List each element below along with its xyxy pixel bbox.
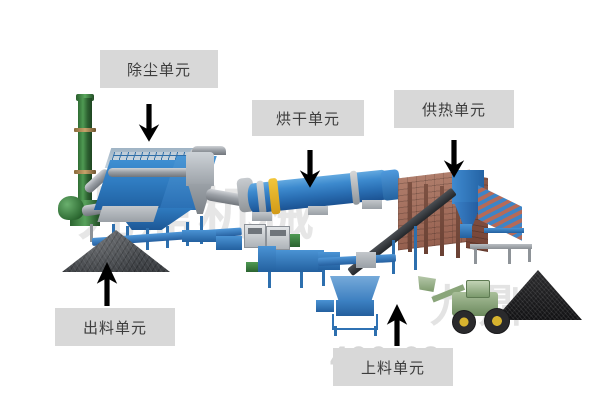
label-dust-unit[interactable]: 除尘单元 xyxy=(100,50,218,88)
heat-unit-arrow xyxy=(442,140,466,178)
equipment-cyclone xyxy=(186,152,214,186)
label-drying-unit[interactable]: 烘干单元 xyxy=(252,100,364,136)
duct-filter-top xyxy=(108,168,196,177)
label-heat-unit[interactable]: 供热单元 xyxy=(394,90,514,128)
label-feed-unit[interactable]: 上料单元 xyxy=(333,348,453,386)
equipment-control-cabinet xyxy=(244,224,266,248)
dust-unit-arrow xyxy=(137,104,161,142)
drying-unit-arrow xyxy=(298,150,322,188)
output-unit-arrow xyxy=(95,262,119,306)
control-cabinet-2 xyxy=(266,226,290,250)
label-output-unit[interactable]: 出料单元 xyxy=(55,308,175,346)
feed-unit-arrow xyxy=(385,304,409,346)
equipment-induced-fan xyxy=(58,196,84,220)
duct-crossover xyxy=(192,146,226,155)
equipment-surge-bin xyxy=(268,250,324,272)
